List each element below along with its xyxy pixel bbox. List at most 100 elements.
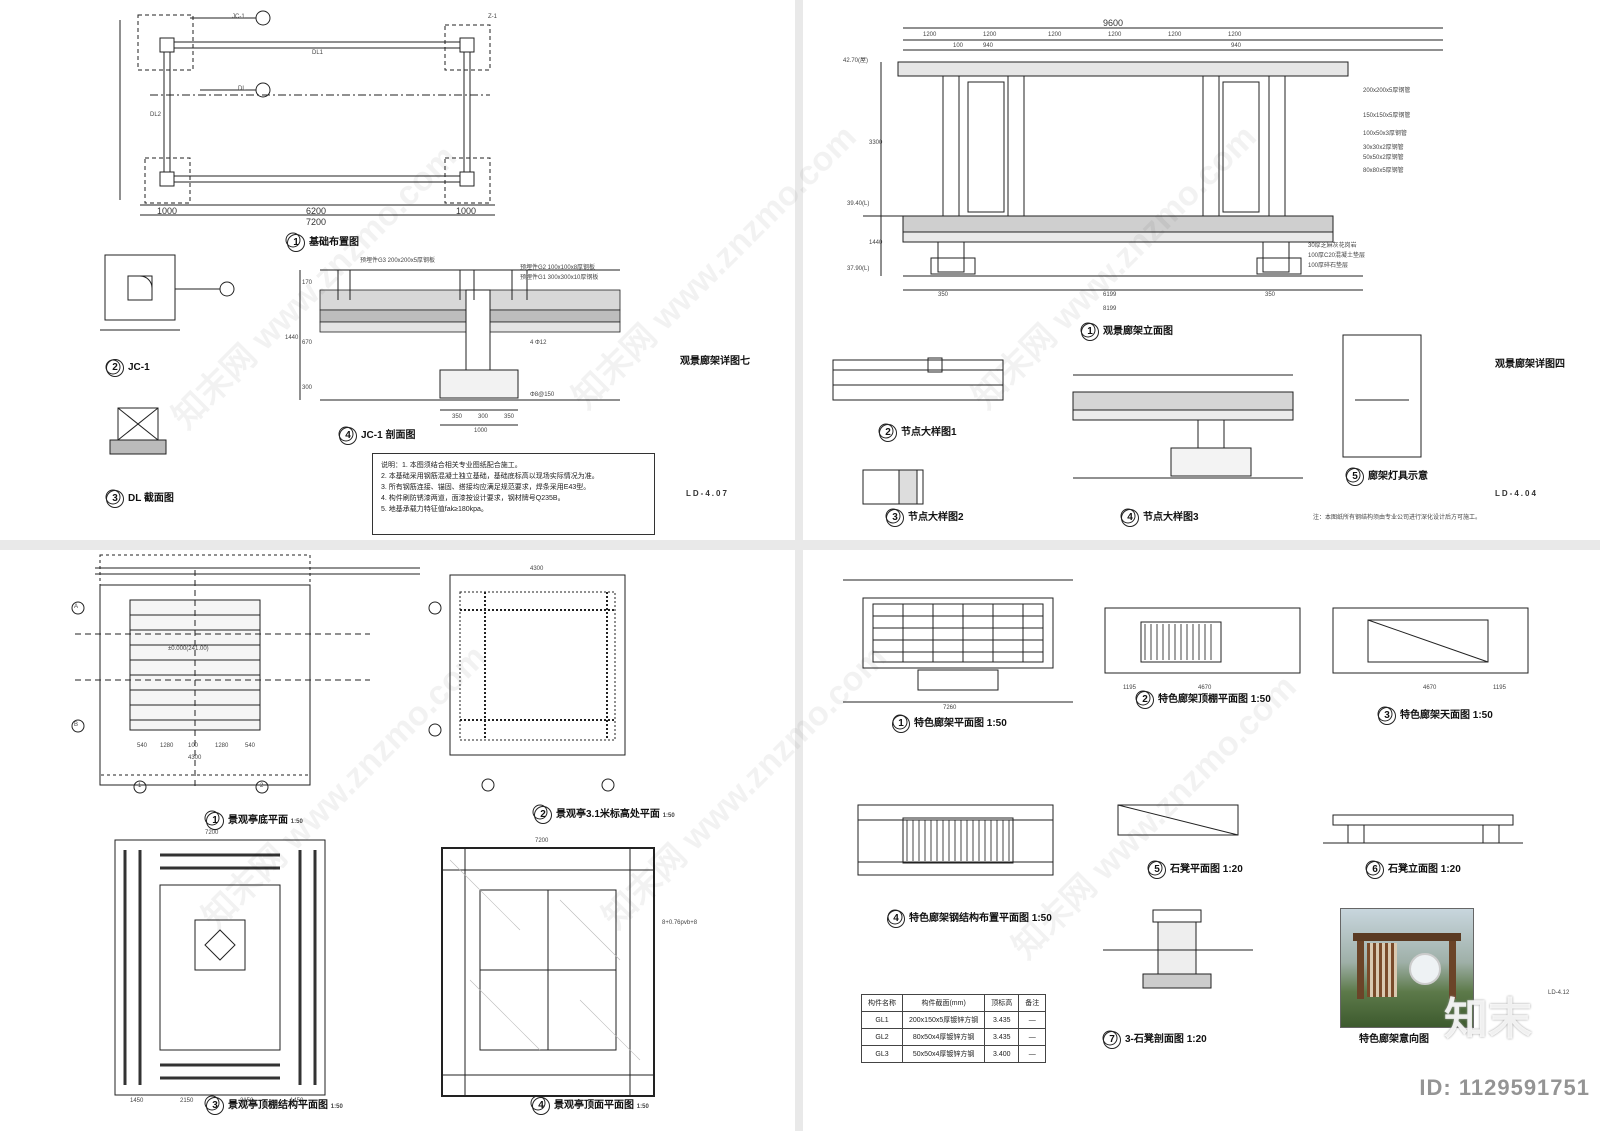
- plan2-dim-mid: 4670: [1198, 685, 1212, 691]
- callout-stirrup: Φ8@150: [530, 392, 555, 398]
- section-dim-670: 670: [302, 340, 313, 346]
- callout-9: 100厚碎石垫层: [1308, 263, 1349, 269]
- section-bottom-1: 350: [452, 414, 463, 420]
- plan3-dim-mid: 4670: [1423, 685, 1437, 691]
- plan-bottom-3: 100: [188, 743, 199, 749]
- callout-g3: 预埋件G3 200x200x5厚钢板: [360, 258, 436, 264]
- image-id: ID: 1129591751: [1419, 1075, 1590, 1100]
- callout-2: 150x150x5厚钢管: [1363, 113, 1411, 119]
- elev-seg-5: 1200: [1168, 32, 1182, 38]
- sheet-bottom-left: A B 1 2 4300 540 1280 100 1280 540 ±0.00…: [0, 550, 795, 1131]
- plan1-dim-total: 7260: [943, 705, 957, 711]
- sheet-code: LD-4.04: [1495, 489, 1538, 498]
- callout-3: 100x50x3厚钢管: [1363, 131, 1408, 137]
- callout-4: 30x30x2厚钢管: [1363, 145, 1404, 151]
- elev-bottom-total: 8199: [1103, 306, 1117, 312]
- plan-bottom-2: 1280: [160, 743, 174, 749]
- tag-z1: Z-1: [488, 14, 497, 20]
- elev-height-3300: 3300: [869, 140, 883, 146]
- plan2-dim-left: 1195: [1123, 685, 1136, 691]
- callout-g2: 预埋件G2 100x100x8厚钢板: [520, 265, 596, 271]
- elev-top-total: 9600: [1103, 18, 1124, 28]
- roof-dim-2: 2150: [180, 1098, 194, 1104]
- plan-bottom-5: 540: [245, 743, 256, 749]
- callout-rebar: 4 Φ12: [530, 340, 547, 346]
- section-width: 1000: [474, 428, 488, 434]
- elev-sub-5: 940: [1231, 43, 1242, 49]
- plan-dim-mid: 6200: [306, 206, 327, 216]
- pergola-elevation-drawings: [832, 27, 1443, 524]
- elev-bottom-right: 350: [1265, 292, 1276, 298]
- sheet-code: LD-4.12: [1548, 990, 1570, 996]
- sheet-side-title: 观景廊架详图四: [1495, 359, 1565, 370]
- elev-bottom-mid: 6199: [1103, 292, 1117, 298]
- callout-g1: 预埋件G1 300x300x10厚钢板: [520, 275, 599, 281]
- elev-seg-4: 1200: [1108, 32, 1122, 38]
- callout-6: 80x80x5厚钢管: [1363, 168, 1404, 174]
- section-dim-300: 300: [302, 385, 313, 391]
- table-row: GL3 50x50x4厚镀锌方钢 3.400 —: [861, 1045, 1047, 1063]
- elev-seg-6: 1200: [1228, 32, 1242, 38]
- plan3-dim-right: 1195: [1493, 685, 1506, 691]
- elev-height-1440: 1440: [869, 240, 883, 246]
- plan-width: 4300: [188, 755, 202, 761]
- callout-1: 200x200x5厚钢管: [1363, 88, 1411, 94]
- callout-5: 50x50x2厚钢管: [1363, 155, 1404, 161]
- foundation-drawings: [100, 10, 621, 505]
- plan-bottom-4: 1280: [215, 743, 229, 749]
- elev-sub-1: 100: [953, 43, 964, 49]
- elev-bottom-left: 350: [938, 292, 949, 298]
- pavilion-plan-drawings: [71, 554, 655, 1111]
- tag-jc1: JC-1: [232, 14, 245, 20]
- axis-b: B: [74, 722, 79, 728]
- axis-2: 2: [260, 783, 264, 789]
- steel-member-schedule: 构件名称 构件截面(mm) 顶标高 备注 GL1 200x150x5厚镀锌方钢 …: [861, 994, 1047, 1063]
- reference-photo: [1340, 908, 1474, 1028]
- section-dim-170: 170: [302, 280, 313, 286]
- axis-1: 1: [138, 783, 142, 789]
- feature-pergola-drawings: [843, 579, 1529, 1046]
- sheet-divider-vertical: [795, 0, 803, 1131]
- photo-caption: 特色廊架意向图: [1359, 1034, 1429, 1045]
- roof-grid-top: 7200: [205, 830, 219, 836]
- roof-grid-glass: 7200: [535, 838, 549, 844]
- elev-seg-1: 1200: [923, 32, 937, 38]
- table-row: GL1 200x150x5厚镀锌方钢 3.435 —: [861, 1011, 1047, 1029]
- elev-seg-2: 1200: [983, 32, 997, 38]
- brand-logo: 知末: [1444, 995, 1532, 1044]
- elev-level-floor: 39.40(L): [847, 201, 870, 207]
- roof-dim-4: 1450: [290, 1098, 304, 1104]
- axis-a: A: [74, 604, 79, 610]
- table-row: GL2 80x50x4厚镀锌方钢 3.435 —: [861, 1028, 1047, 1046]
- steel-note: 注：本图纸所有钢结构须由专业公司进行深化设计后方可施工。: [1313, 515, 1482, 521]
- plan-dim-right: 1000: [456, 206, 477, 216]
- beam-dl2-label: DL2: [150, 112, 162, 118]
- callout-8: 100厚C20混凝土垫层: [1308, 253, 1366, 259]
- sheet-top-left: 1000 6200 1000 7200 DL1 DL2 JC-1 Z-1 DL …: [0, 0, 795, 540]
- elev-level-ground: 37.90(L): [847, 266, 870, 272]
- design-notes: 说明：1. 本图须结合相关专业图纸配合施工。 2. 本基础采用钢筋混凝土独立基础…: [372, 453, 655, 535]
- schedule-header-row: 构件名称 构件截面(mm) 顶标高 备注: [861, 994, 1047, 1012]
- plan-dim-left: 1000: [157, 206, 178, 216]
- elev-tag: ±0.000(241.00): [168, 646, 209, 652]
- callout-7: 30厚芝麻灰花岗岩: [1308, 243, 1357, 249]
- plan-bottom-1: 540: [137, 743, 148, 749]
- section-bottom-3: 350: [504, 414, 515, 420]
